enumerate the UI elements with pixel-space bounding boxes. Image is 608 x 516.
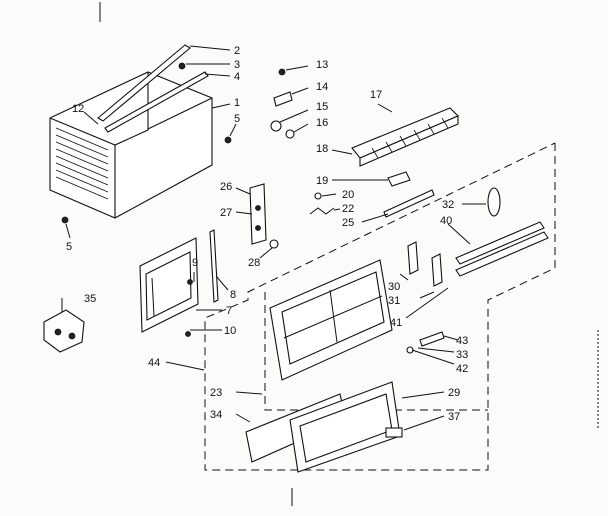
callout-13: 13: [316, 59, 328, 71]
bracket-hole: [255, 205, 261, 211]
part-22: [309, 207, 335, 215]
screw-9: [187, 279, 193, 285]
callout-34: 34: [210, 409, 222, 421]
side-rail: [104, 71, 209, 133]
callout-17: 17: [370, 89, 382, 101]
callout-4: 4: [234, 71, 240, 83]
callout-26: 26: [220, 181, 232, 193]
filter-rod-40-b: [455, 231, 549, 277]
callout-9: 9: [192, 257, 198, 269]
part-14: [273, 91, 293, 107]
callout-2: 2: [234, 45, 240, 57]
callout-19: 19: [316, 175, 328, 187]
callout-32: 32: [442, 199, 454, 211]
callout-3: 3: [234, 59, 240, 71]
callout-43: 43: [456, 335, 468, 347]
callout-33: 33: [456, 349, 468, 361]
mount-hole: [54, 328, 62, 336]
callout-25: 25: [342, 217, 354, 229]
callout-7: 7: [226, 305, 232, 317]
part-15: [270, 120, 282, 132]
part-20: [314, 192, 322, 200]
filter-rod-40: [455, 221, 545, 265]
louver-assembly: [351, 107, 459, 167]
mount-35: [43, 309, 85, 353]
callout-20: 20: [342, 189, 354, 201]
assembly-boundary-inner: [264, 292, 488, 411]
knob-31: [431, 253, 443, 287]
callout-28: 28: [248, 257, 260, 269]
cabinet: [49, 71, 213, 219]
callout-40: 40: [440, 215, 452, 227]
front-panel: [245, 381, 403, 473]
screw-5-upper: [224, 136, 232, 144]
callout-5-upper: 5: [234, 113, 240, 125]
side-panel: [139, 237, 199, 333]
screw-10: [185, 331, 191, 337]
callout-14: 14: [316, 81, 328, 93]
part-28: [269, 239, 279, 249]
screw-5-lower: [61, 216, 69, 224]
callout-22: 22: [342, 203, 354, 215]
part-19: [387, 171, 411, 187]
mount-hole-2: [68, 332, 76, 340]
part-16: [285, 129, 295, 139]
leader-lines: [61, 45, 486, 431]
callout-23: 23: [210, 387, 222, 399]
front-grille: [269, 259, 393, 381]
screw-3: [178, 62, 186, 70]
callout-10: 10: [224, 325, 236, 337]
callout-5-lower: 5: [66, 241, 72, 253]
callout-12: 12: [72, 103, 84, 115]
assembly-boundary: [204, 142, 556, 471]
callout-29: 29: [448, 387, 460, 399]
callout-31: 31: [388, 295, 400, 307]
callout-42: 42: [456, 363, 468, 375]
part-33: [419, 331, 445, 347]
filter-32: [487, 187, 501, 217]
callout-41: 41: [390, 317, 402, 329]
callout-30: 30: [388, 281, 400, 293]
part-25: [383, 189, 435, 218]
callout-27: 27: [220, 207, 232, 219]
callout-35: 35: [84, 293, 96, 305]
bracket-26: [249, 183, 267, 245]
rod-8: [209, 229, 219, 303]
top-rail: [97, 44, 191, 122]
callout-37: 37: [448, 411, 460, 423]
callout-18: 18: [316, 143, 328, 155]
knob-30: [407, 241, 419, 275]
callout-8: 8: [230, 289, 236, 301]
callout-44: 44: [148, 357, 160, 369]
callout-1: 1: [234, 97, 240, 109]
bracket-hole-2: [255, 225, 261, 231]
callout-15: 15: [316, 101, 328, 113]
part-13: [278, 68, 286, 76]
callout-16: 16: [316, 117, 328, 129]
